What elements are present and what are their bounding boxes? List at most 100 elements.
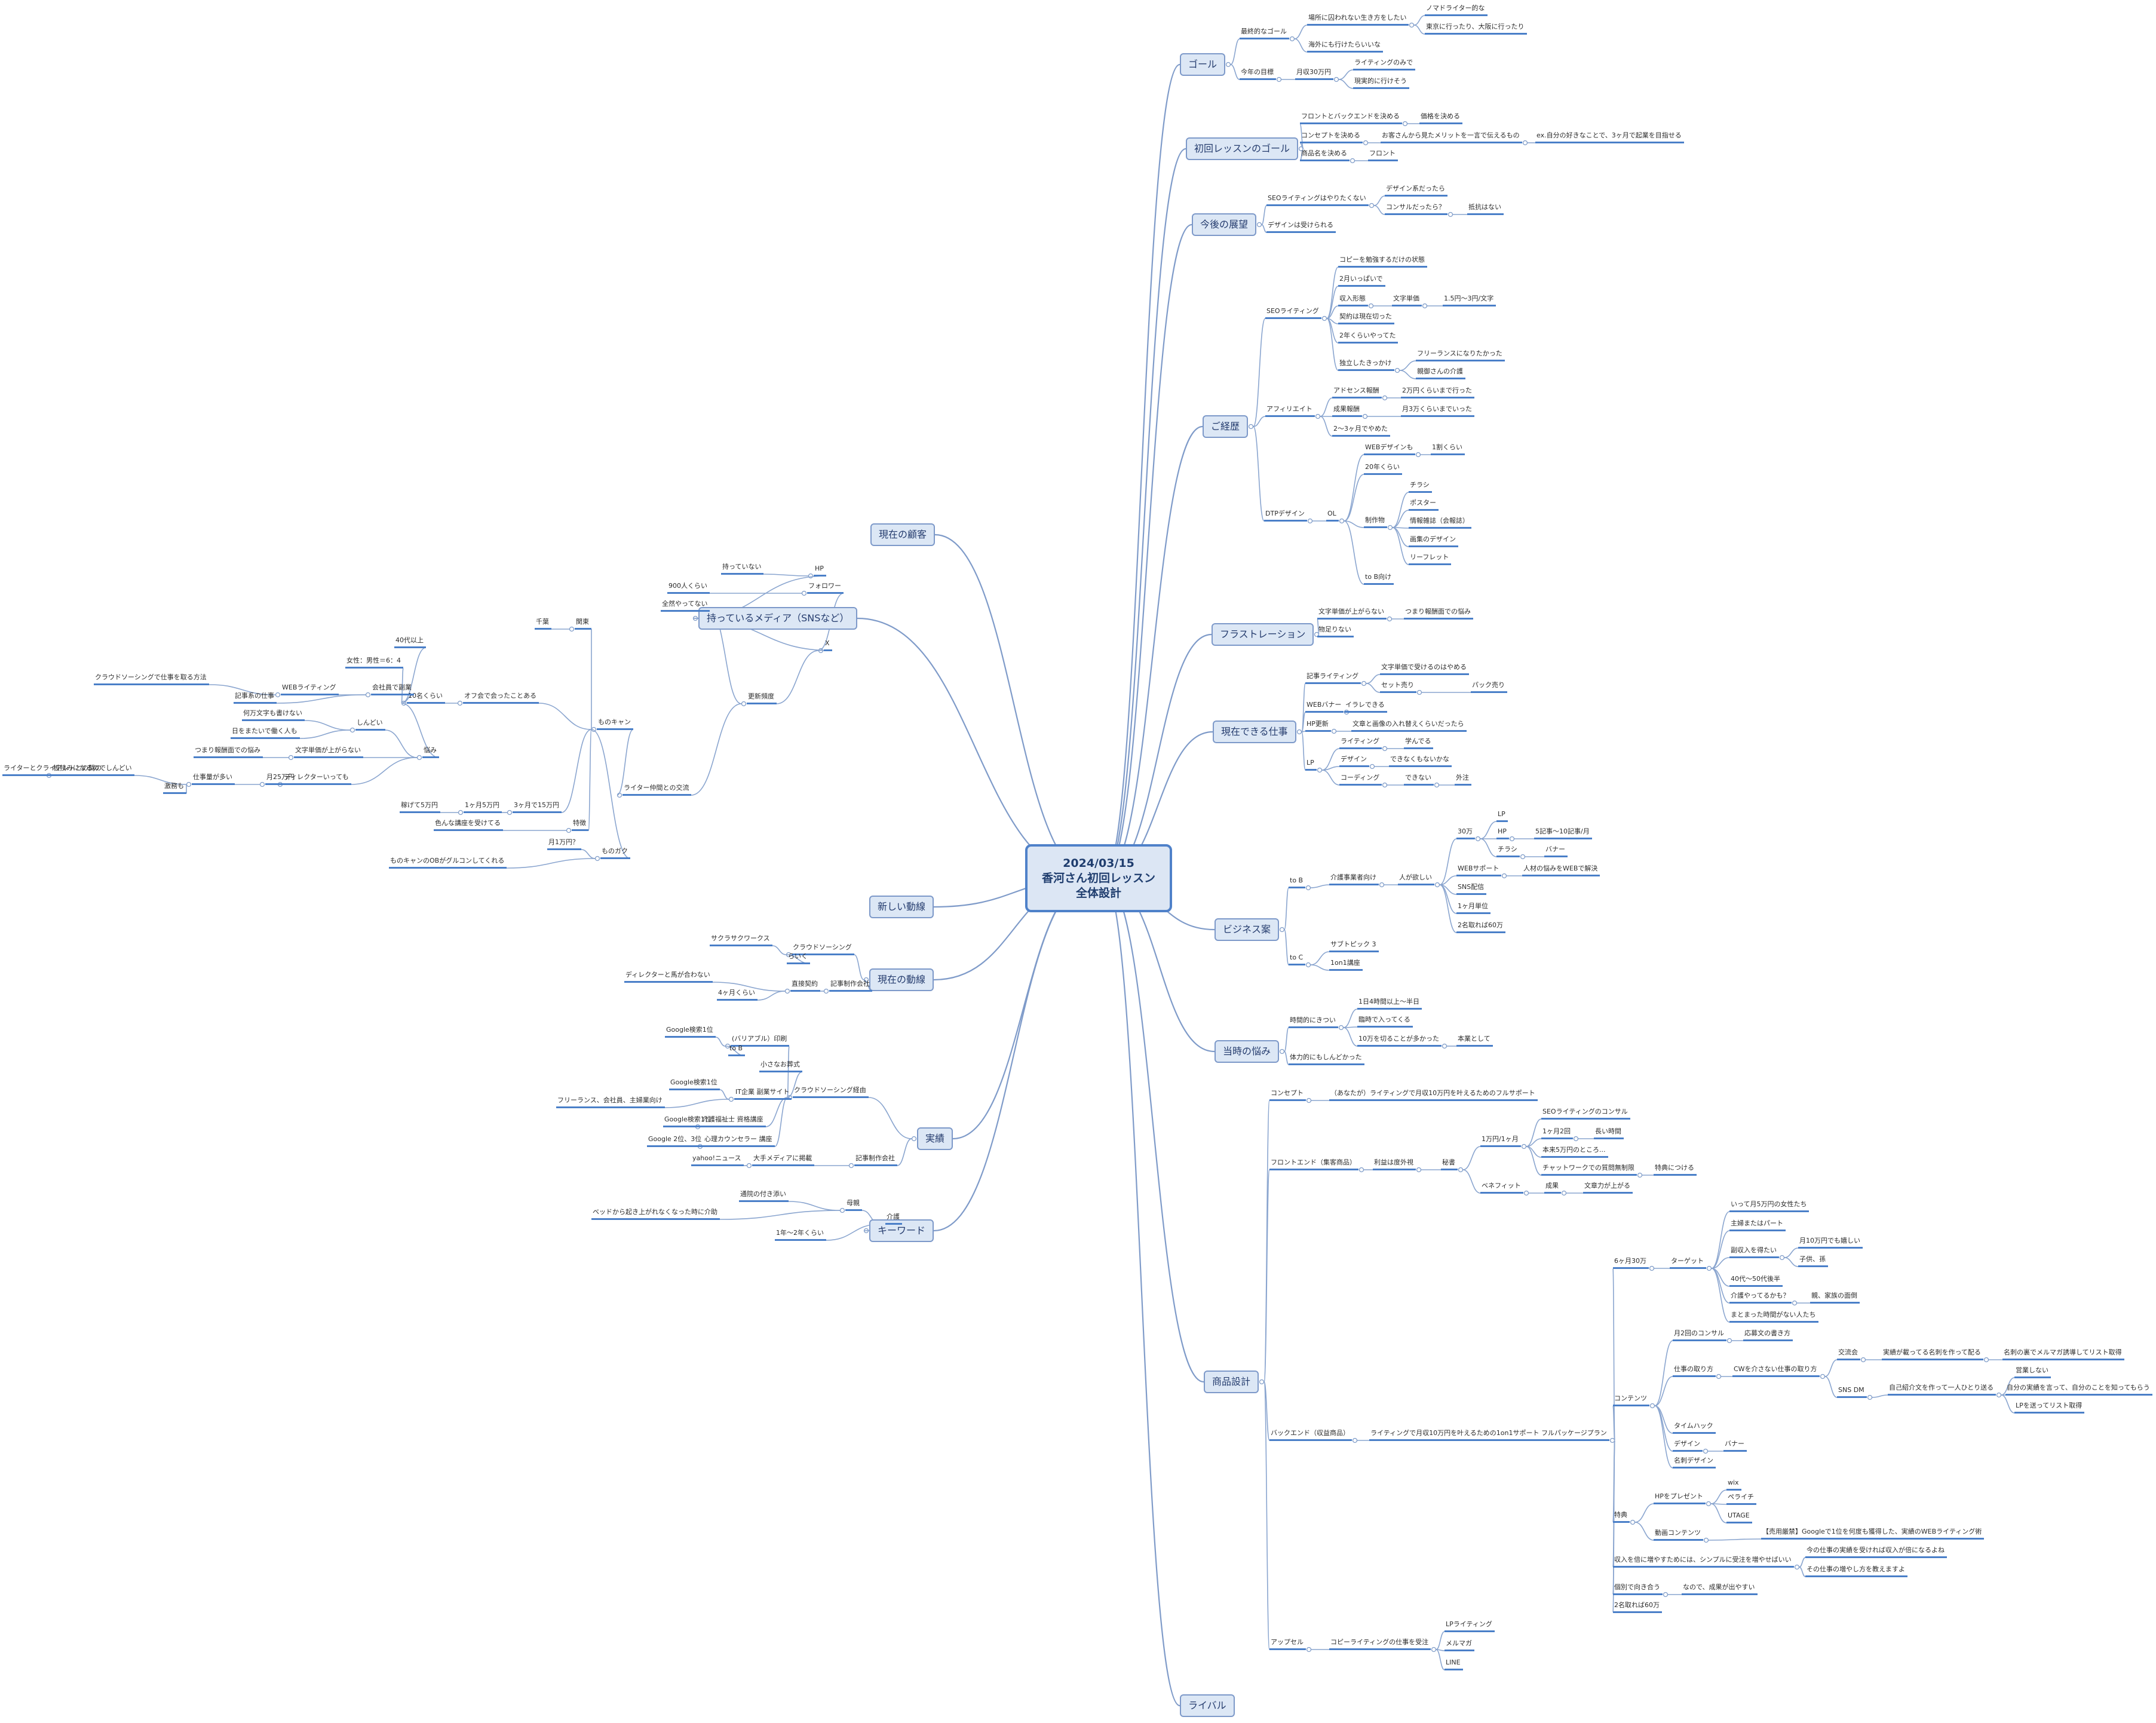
subtopic-p2a1a[interactable]: 1万円/1ヶ月	[1480, 1135, 1521, 1147]
collapse-toggle-icon[interactable]	[1333, 76, 1339, 82]
collapse-toggle-icon[interactable]	[1225, 62, 1231, 68]
subtopic-p3a2b1a1x[interactable]: 名刺の裏でメルマガ誘導してリスト取得	[2002, 1348, 2124, 1360]
subtopic-mk3[interactable]: 3ヶ月で15万円	[513, 801, 562, 813]
subtopic-p2a1a2x[interactable]: 長い時間	[1594, 1127, 1624, 1139]
subtopic-mk3a[interactable]: 1ヶ月5万円	[464, 801, 502, 813]
collapse-toggle-icon[interactable]	[1523, 1190, 1529, 1196]
subtopic-b1a1a1[interactable]: LP	[1496, 810, 1508, 822]
subtopic-cd4c1a[interactable]: 外注	[1455, 773, 1471, 786]
subtopic-u1b1[interactable]: 抵抗はない	[1467, 203, 1504, 215]
subtopic-mk2[interactable]: オフ会で会ったことある	[463, 691, 539, 704]
subtopic-b1a1a[interactable]: 30万	[1456, 827, 1475, 839]
subtopic-cd4b[interactable]: デザイン	[1339, 755, 1369, 767]
collapse-toggle-icon[interactable]	[1509, 836, 1515, 842]
collapse-toggle-icon[interactable]	[1350, 158, 1355, 164]
collapse-toggle-icon[interactable]	[1561, 1190, 1567, 1196]
subtopic-c3a3e[interactable]: リーフレット	[1409, 553, 1452, 565]
subtopic-p3a1a5a[interactable]: 親、家族の面倒	[1810, 1291, 1860, 1304]
central-topic[interactable]: 2024/03/15 香河さん初回レッスン 全体設計	[1025, 844, 1172, 912]
subtopic-m2b1[interactable]: 全然やってない	[661, 599, 710, 612]
collapse-toggle-icon[interactable]	[1609, 1437, 1615, 1443]
main-topic-keyword[interactable]: キーワード	[869, 1219, 934, 1242]
collapse-toggle-icon[interactable]	[1860, 1357, 1866, 1363]
subtopic-t2a[interactable]: 直接契約	[790, 979, 820, 992]
subtopic-p3a2b1a1[interactable]: 実績が載ってる名刺を作って配る	[1882, 1348, 1983, 1360]
collapse-toggle-icon[interactable]	[1416, 689, 1422, 695]
subtopic-p4a[interactable]: コピーライティングの仕事を受注	[1329, 1638, 1431, 1650]
subtopic-p3a3b[interactable]: 動画コンテンツ	[1654, 1528, 1703, 1541]
collapse-toggle-icon[interactable]	[1394, 367, 1400, 373]
subtopic-cd4a[interactable]: ライティング	[1339, 737, 1382, 749]
subtopic-b1a1a2x[interactable]: 5記事〜10記事/月	[1534, 827, 1592, 839]
collapse-toggle-icon[interactable]	[911, 1136, 917, 1142]
collapse-toggle-icon[interactable]	[1649, 1403, 1655, 1409]
collapse-toggle-icon[interactable]	[1522, 140, 1528, 146]
subtopic-p2[interactable]: フロントエンド（集客商品）	[1269, 1158, 1358, 1170]
subtopic-u1b[interactable]: コンサルだったら？	[1385, 203, 1447, 215]
collapse-toggle-icon[interactable]	[1706, 1501, 1712, 1507]
subtopic-p2a1a3[interactable]: 本来5万円のところ...	[1541, 1145, 1608, 1158]
collapse-toggle-icon[interactable]	[1256, 222, 1262, 228]
subtopic-r1d[interactable]: 介護福祉士 資格講座	[701, 1115, 766, 1127]
subtopic-p2a1[interactable]: 秘書	[1441, 1158, 1458, 1170]
subtopic-cd1a[interactable]: 文字単価で受けるのはやめる	[1380, 663, 1469, 675]
collapse-toggle-icon[interactable]	[1363, 140, 1369, 146]
subtopic-f1a[interactable]: 価格を決める	[1419, 112, 1462, 124]
subtopic-mk2a4c1a[interactable]: 仕事量が多い	[192, 772, 235, 785]
subtopic-c3a4[interactable]: to B向け	[1364, 572, 1394, 585]
subtopic-p3a2d1[interactable]: バナー	[1723, 1439, 1747, 1452]
subtopic-g2a2[interactable]: 現実的に行けそう	[1353, 76, 1409, 89]
subtopic-m1[interactable]: HP	[814, 564, 826, 577]
subtopic-mk2a4a1[interactable]: 何万文字も書けない	[242, 709, 305, 721]
subtopic-c1f1[interactable]: フリーランスになりたかった	[1416, 349, 1505, 361]
collapse-toggle-icon[interactable]	[1338, 1025, 1344, 1031]
collapse-toggle-icon[interactable]	[746, 1163, 752, 1169]
main-topic-cando[interactable]: 現在できる仕事	[1213, 721, 1296, 743]
collapse-toggle-icon[interactable]	[416, 755, 422, 761]
subtopic-c1a[interactable]: コピーを勉強するだけの状態	[1338, 255, 1427, 268]
subtopic-p1[interactable]: コンセプト	[1269, 1089, 1306, 1101]
subtopic-p2a1b[interactable]: ベネフィット	[1480, 1181, 1523, 1194]
subtopic-mk4[interactable]: 特徴	[572, 818, 588, 831]
subtopic-c3a2[interactable]: 20年くらい	[1364, 462, 1402, 475]
subtopic-r2[interactable]: 記事制作会社	[854, 1154, 897, 1166]
subtopic-r1[interactable]: クラウドソーシング経由	[793, 1086, 869, 1098]
subtopic-b1a1e[interactable]: 2名取れば60万	[1456, 921, 1505, 933]
collapse-toggle-icon[interactable]	[259, 781, 265, 787]
subtopic-p3a6[interactable]: 2名取れば60万	[1613, 1601, 1662, 1613]
subtopic-p2a[interactable]: 利益は度外視	[1373, 1158, 1416, 1170]
subtopic-c3a[interactable]: OL	[1326, 509, 1339, 522]
subtopic-mk3a1[interactable]: 稼げて5万円	[400, 801, 440, 813]
subtopic-mk2a4b[interactable]: 文字単価が上がらない	[294, 746, 363, 758]
main-topic-goal[interactable]: ゴール	[1180, 53, 1226, 76]
main-topic-firstgoal[interactable]: 初回レッスンのゴール	[1186, 137, 1299, 160]
subtopic-p3a2b1b1c[interactable]: LPを送ってリスト取得	[2014, 1401, 2085, 1414]
subtopic-c2a[interactable]: アドセンス報酬	[1332, 386, 1382, 398]
main-topic-media[interactable]: 持っているメディア（SNSなど）	[698, 607, 858, 630]
subtopic-g2a1[interactable]: ライティングのみで	[1353, 58, 1416, 70]
collapse-toggle-icon[interactable]	[1416, 1167, 1422, 1173]
subtopic-mk2a4c1[interactable]: 月25万円	[265, 772, 297, 785]
collapse-toggle-icon[interactable]	[1305, 885, 1311, 891]
collapse-toggle-icon[interactable]	[1983, 1357, 1989, 1363]
subtopic-p3a2e[interactable]: 名刺デザイン	[1673, 1456, 1716, 1468]
subtopic-cd3a[interactable]: 文章と画像の入れ替えくらいだったら	[1351, 719, 1467, 732]
subtopic-f3a[interactable]: フロント	[1368, 149, 1398, 161]
subtopic-c2a1[interactable]: 2万円くらいまで行った	[1401, 386, 1474, 398]
subtopic-b2b[interactable]: 1on1講座	[1329, 958, 1363, 971]
collapse-toggle-icon[interactable]	[1501, 873, 1507, 879]
collapse-toggle-icon[interactable]	[1387, 525, 1393, 531]
subtopic-mk2a4c[interactable]: ディレクターいっても	[283, 772, 351, 785]
subtopic-c1e[interactable]: 2年くらいやってた	[1338, 331, 1399, 344]
subtopic-r1d1[interactable]: Google検索1位	[663, 1115, 714, 1127]
main-topic-worry[interactable]: 当時の悩み	[1215, 1040, 1280, 1063]
subtopic-c1f2[interactable]: 親御さんの介護	[1416, 367, 1465, 379]
subtopic-g1[interactable]: 最終的なゴール	[1240, 27, 1289, 39]
subtopic-p4[interactable]: アップセル	[1269, 1638, 1306, 1650]
subtopic-c2[interactable]: アフィリエイト	[1265, 404, 1315, 417]
collapse-toggle-icon[interactable]	[1637, 1172, 1643, 1178]
subtopic-c1f[interactable]: 独立したきっかけ	[1338, 358, 1394, 371]
subtopic-p3a3b1[interactable]: 【売用厳禁】Googleで1位を何度も獲得した、実績のWEBライティング術	[1761, 1527, 1985, 1540]
subtopic-p3[interactable]: バックエンド（収益商品）	[1269, 1428, 1352, 1441]
collapse-toggle-icon[interactable]	[458, 810, 464, 815]
